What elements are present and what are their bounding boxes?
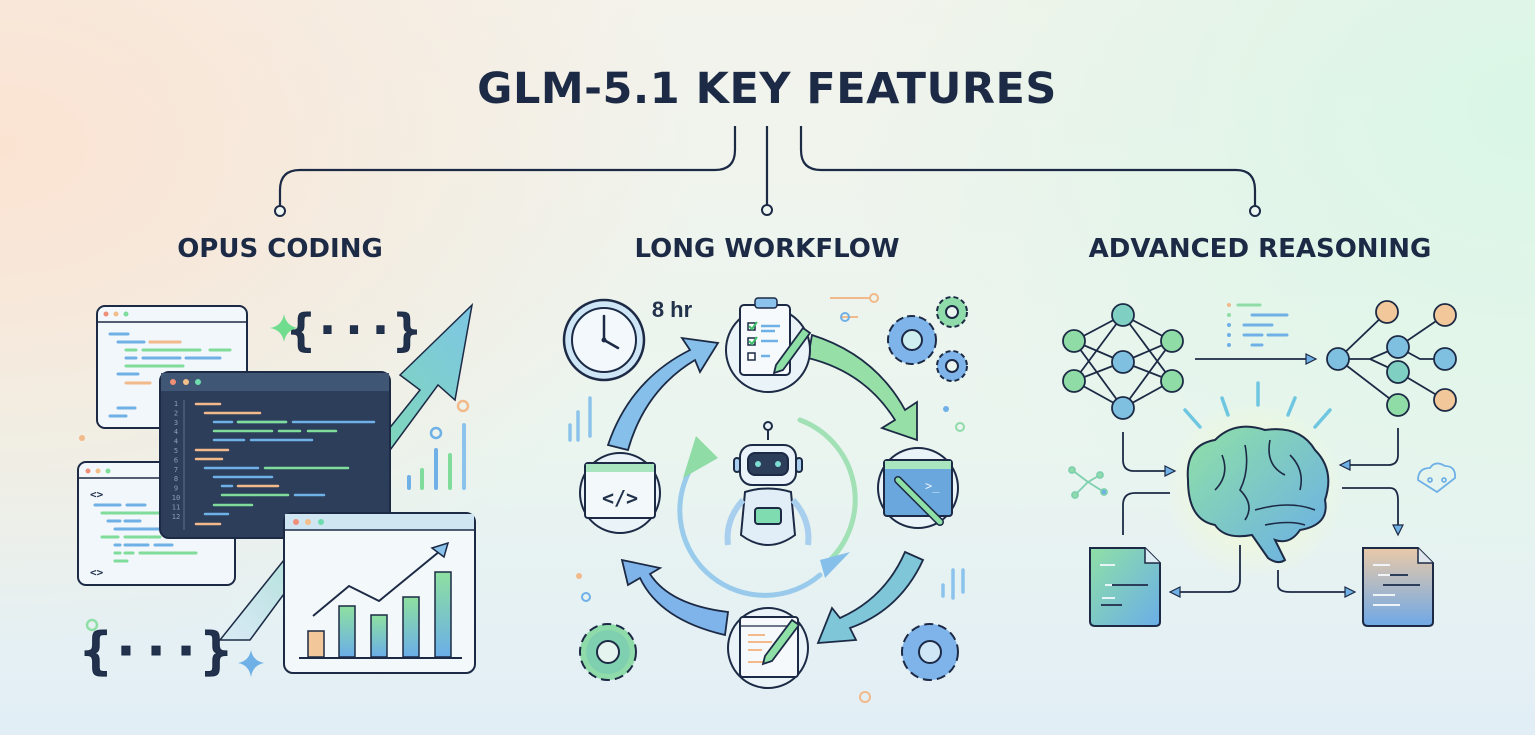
chart-trend-line bbox=[312, 550, 441, 617]
sparkle-icon bbox=[238, 650, 264, 677]
document-icon bbox=[1362, 547, 1434, 627]
gear-icon bbox=[936, 350, 968, 382]
line-number: 5 bbox=[174, 447, 178, 455]
line-number: 4 bbox=[174, 438, 178, 446]
cycle-arrow-icon bbox=[620, 558, 730, 637]
gear-icon bbox=[887, 315, 937, 365]
section-label-advanced-reasoning: ADVANCED REASONING bbox=[1089, 234, 1432, 264]
long-workflow-illustration: 8 hr </> >_ bbox=[562, 293, 968, 703]
molecule-icon bbox=[1068, 466, 1108, 499]
connector-dot-left bbox=[274, 205, 286, 217]
robot-icon bbox=[724, 421, 812, 546]
pencil-icon bbox=[772, 326, 812, 375]
connector-right bbox=[799, 126, 1257, 208]
duration-label: 8 hr bbox=[652, 297, 693, 322]
gear-icon bbox=[901, 623, 959, 681]
cycle-arrow-icon bbox=[606, 336, 720, 452]
prompt-symbol: >_ bbox=[925, 479, 940, 493]
page-title: GLM-5.1 KEY FEATURES bbox=[477, 64, 1057, 114]
connector-left bbox=[278, 126, 737, 208]
advanced-reasoning-illustration bbox=[1062, 300, 1457, 627]
code-tag-icon: </> bbox=[602, 486, 638, 510]
line-number: 2 bbox=[174, 409, 178, 417]
neural-network-icon bbox=[1062, 303, 1184, 420]
terminal-wrench-icon: >_ bbox=[877, 447, 959, 529]
chart-bar bbox=[370, 614, 388, 658]
title-connectors bbox=[278, 126, 1257, 208]
brain-icon bbox=[1186, 425, 1330, 564]
line-number: 10 bbox=[172, 494, 180, 502]
line-number: 12 bbox=[172, 513, 180, 521]
chart-bar bbox=[434, 571, 452, 658]
line-number: 3 bbox=[174, 419, 178, 427]
section-label-long-workflow: LONG WORKFLOW bbox=[634, 234, 899, 264]
line-number: 1 bbox=[174, 400, 178, 408]
line-number: 7 bbox=[174, 466, 178, 474]
gear-icon bbox=[579, 623, 637, 681]
decision-tree-icon bbox=[1326, 300, 1457, 417]
line-number: 8 bbox=[174, 475, 178, 483]
mini-bars-icon bbox=[407, 423, 466, 490]
chart-bar bbox=[307, 630, 325, 658]
connector-dot-right bbox=[1249, 205, 1261, 217]
section-label-opus-coding: OPUS CODING bbox=[177, 234, 383, 264]
cycle-arrow-icon bbox=[806, 333, 918, 442]
cycle-arrow-icon bbox=[816, 550, 925, 645]
braces-icon: {···} bbox=[288, 305, 420, 356]
chart-bar bbox=[338, 605, 356, 658]
braces-icon: {···} bbox=[81, 622, 232, 680]
code-tag-icon: <> bbox=[90, 488, 104, 501]
code-window-icon: </> bbox=[579, 452, 661, 534]
code-tag-icon: <> bbox=[90, 566, 104, 579]
chart-bar bbox=[402, 596, 420, 658]
trend-arrow-icon bbox=[218, 302, 474, 641]
wrench-icon bbox=[895, 477, 943, 525]
cloud-network-icon bbox=[1417, 462, 1456, 494]
line-number: 9 bbox=[174, 485, 178, 493]
line-number: 11 bbox=[172, 503, 180, 511]
idea-rays-icon bbox=[1183, 381, 1332, 429]
clock-icon bbox=[562, 298, 646, 382]
line-number: 6 bbox=[174, 456, 178, 464]
chart-window bbox=[283, 512, 476, 674]
pencil-icon bbox=[761, 618, 801, 666]
code-edit-icon bbox=[727, 607, 809, 689]
connector-dot-center bbox=[761, 204, 773, 216]
sparkle-icon bbox=[270, 314, 298, 342]
task-checklist-icon bbox=[725, 297, 812, 393]
document-icon bbox=[1089, 547, 1161, 627]
line-number: 4 bbox=[174, 428, 178, 436]
gear-icon bbox=[936, 296, 968, 328]
